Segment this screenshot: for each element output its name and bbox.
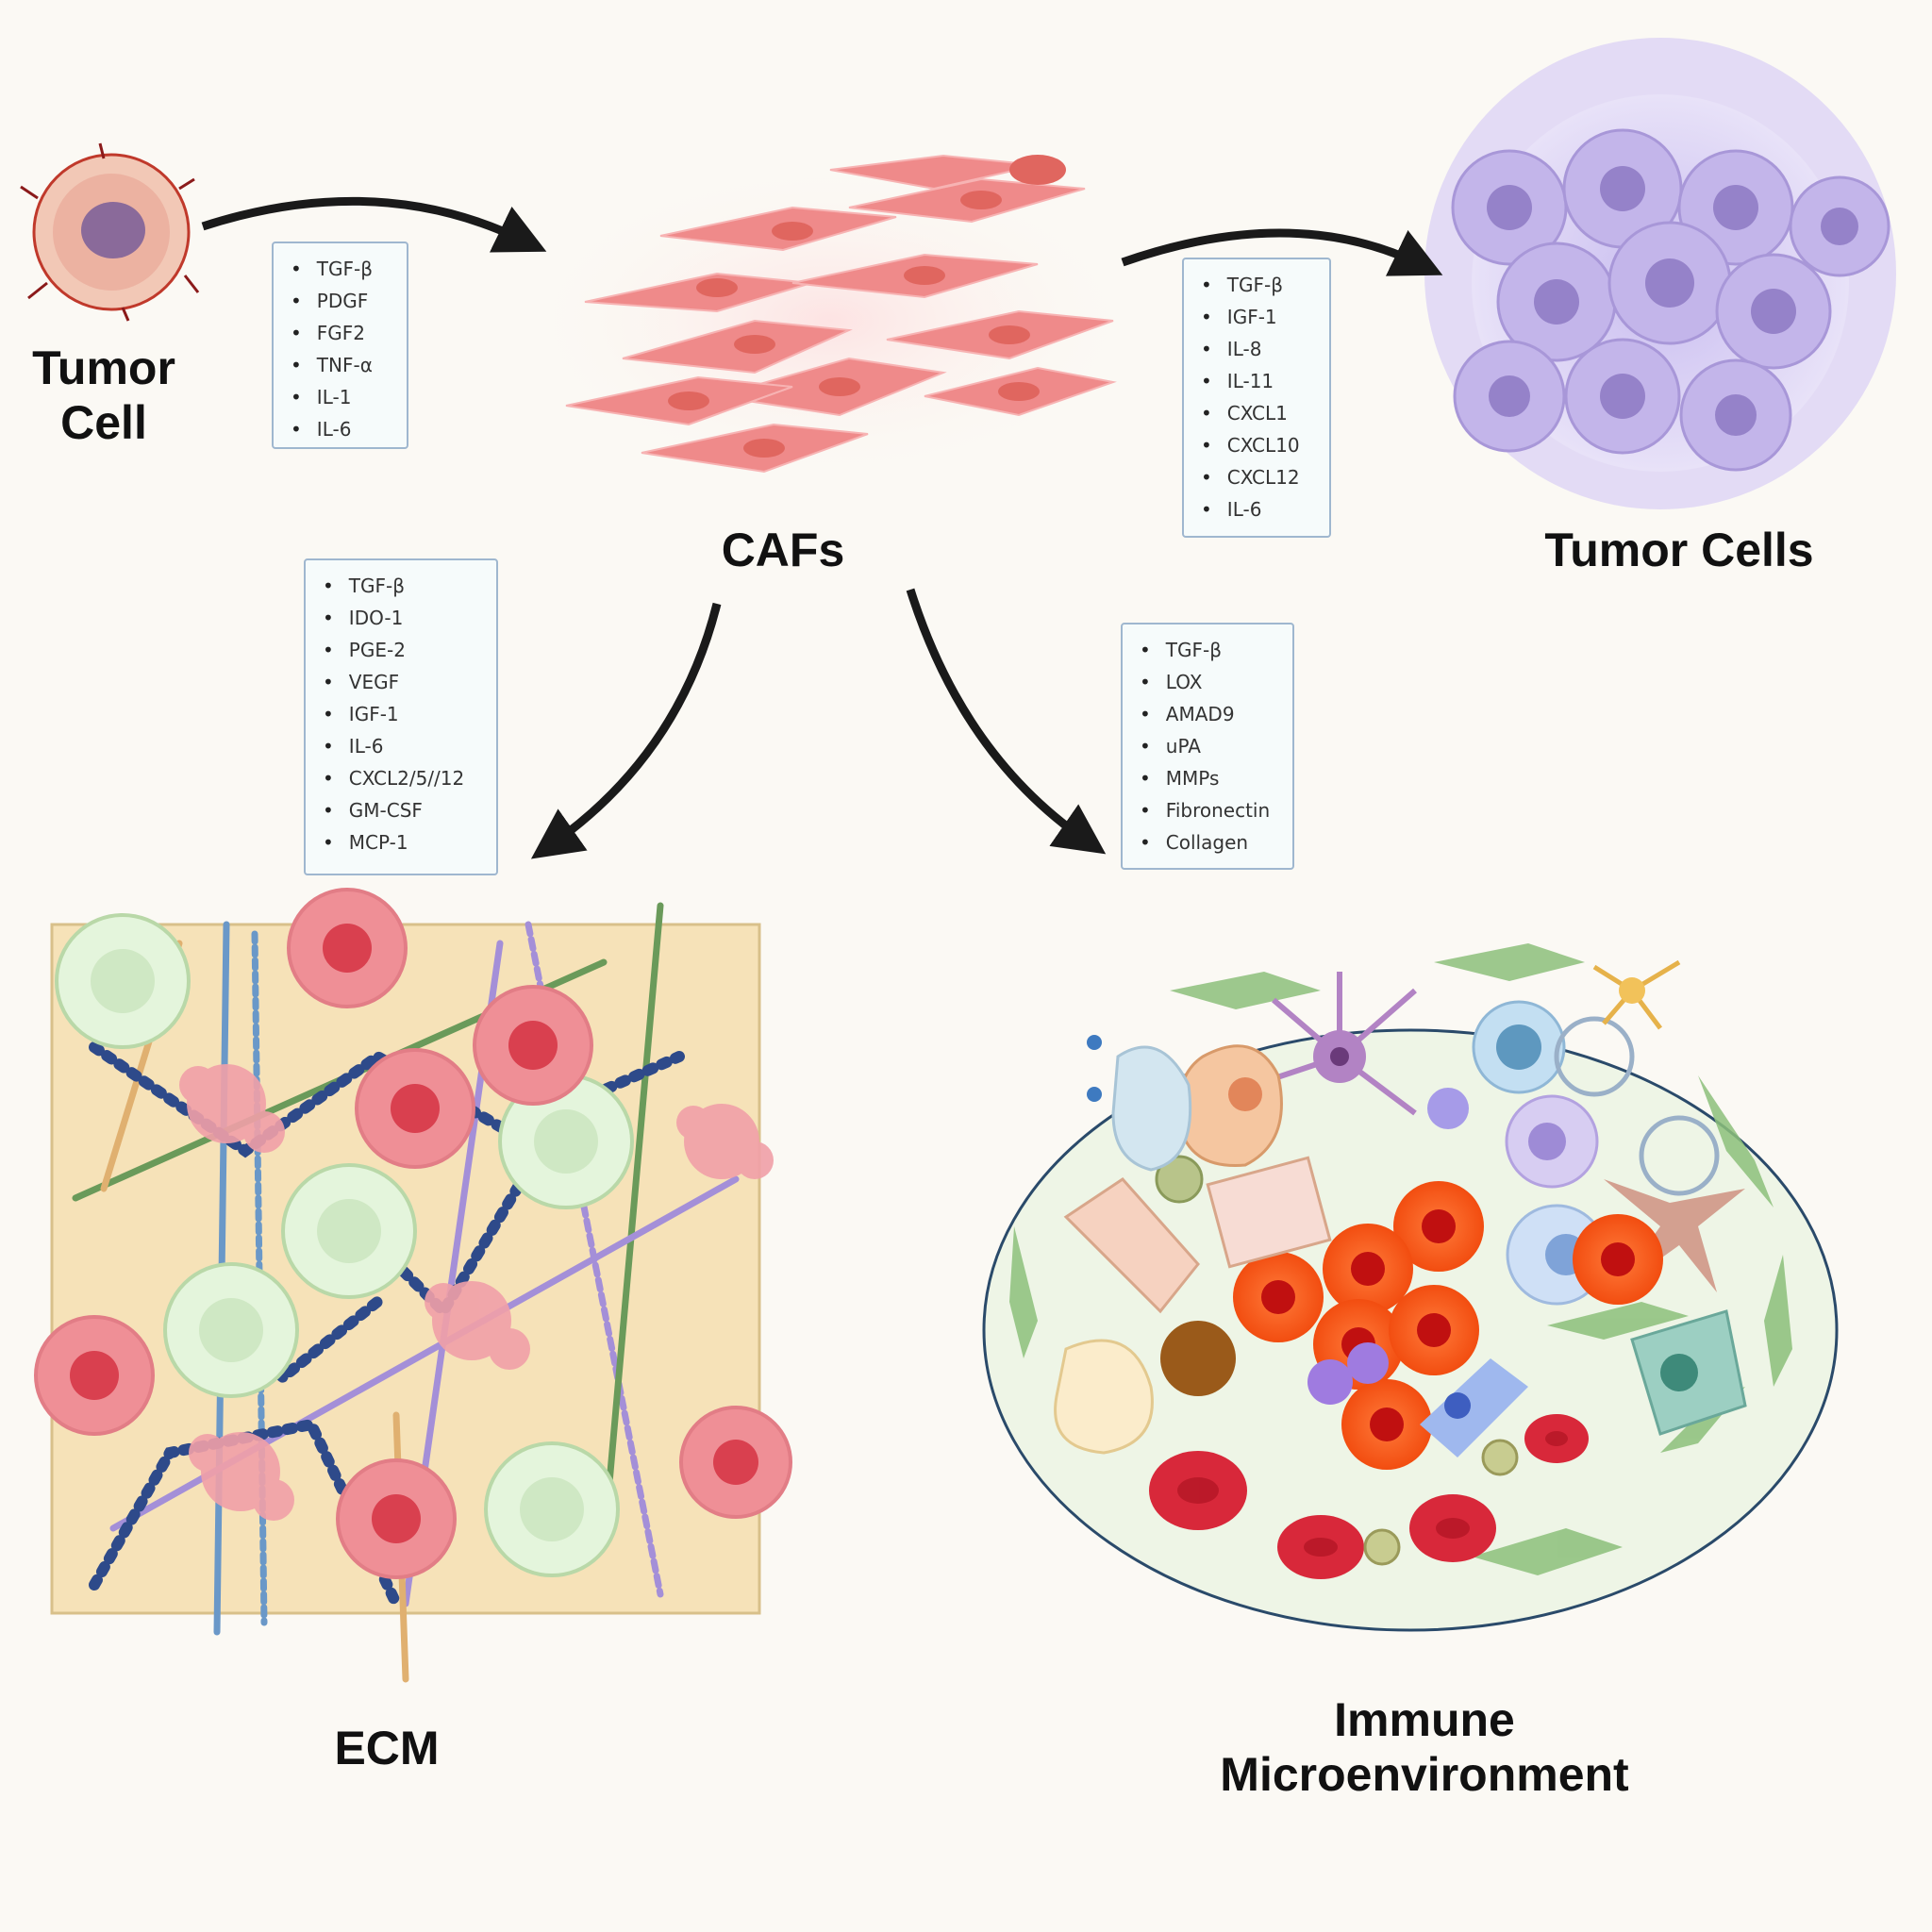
factor-item: MCP-1	[323, 826, 496, 858]
factor-item: CXCL1	[1201, 397, 1329, 429]
ecm-panel	[34, 888, 792, 1683]
single-tumor-cell	[20, 142, 200, 322]
factor-item: CXCL12	[1201, 461, 1329, 493]
factor-item: CXCL10	[1201, 429, 1329, 461]
factor-item: IL-1	[291, 381, 407, 413]
factor-item: IL-11	[1201, 365, 1329, 397]
factor-item: IGF-1	[1201, 301, 1329, 333]
factor-item: IL-6	[1201, 493, 1329, 525]
factor-list: TGF-βLOXAMAD9uPAMMPsFibronectinCollagen	[1140, 634, 1292, 858]
label-tumor-cells: Tumor Cells	[1544, 524, 1814, 576]
factor-item: PDGF	[291, 285, 407, 317]
tumor-cell-mass	[1424, 38, 1896, 509]
factor-item: TNF-α	[291, 349, 407, 381]
factor-item: TGF-β	[1201, 269, 1329, 301]
label-cafs: CAFs	[721, 524, 845, 576]
arrow-tumor-to-caf	[201, 196, 547, 253]
factor-list: TGF-βIGF-1IL-8IL-11CXCL1CXCL10CXCL12IL-6	[1201, 269, 1329, 525]
factor-item: IL-6	[291, 413, 407, 445]
factor-list: TGF-βPDGFFGF2TNF-αIL-1IL-6	[291, 253, 407, 445]
factor-item: Fibronectin	[1140, 794, 1292, 826]
factor-item: TGF-β	[291, 253, 407, 285]
immune-microenvironment	[982, 943, 1839, 1632]
factor-item: MMPs	[1140, 762, 1292, 794]
arrow-caf-to-immune	[906, 588, 1107, 855]
factor-item: GM-CSF	[323, 794, 496, 826]
label-immune-microenvironment: Immune Microenvironment	[1220, 1693, 1629, 1801]
factor-item: FGF2	[291, 317, 407, 349]
factor-item: CXCL2/5//12	[323, 762, 496, 794]
factor-box-tumor-to-caf: TGF-βPDGFFGF2TNF-αIL-1IL-6	[272, 242, 408, 449]
factor-item: IL-8	[1201, 333, 1329, 365]
factor-item: uPA	[1140, 730, 1292, 762]
arrow-caf-to-tumor	[1121, 228, 1443, 276]
label-ecm: ECM	[334, 1722, 440, 1774]
factor-box-caf-to-tumor: TGF-βIGF-1IL-8IL-11CXCL1CXCL10CXCL12IL-6	[1182, 258, 1331, 538]
flow-arrows	[201, 196, 1443, 859]
factor-item: AMAD9	[1140, 698, 1292, 730]
factor-item: IDO-1	[323, 602, 496, 634]
caf-cluster	[519, 154, 1141, 481]
factor-box-caf-to-immune: TGF-βLOXAMAD9uPAMMPsFibronectinCollagen	[1121, 623, 1294, 870]
factor-box-caf-to-ecm: TGF-βIDO-1PGE-2VEGFIGF-1IL-6CXCL2/5//12G…	[304, 558, 498, 875]
factor-item: TGF-β	[323, 570, 496, 602]
factor-item: VEGF	[323, 666, 496, 698]
factor-item: LOX	[1140, 666, 1292, 698]
factor-item: IL-6	[323, 730, 496, 762]
arrow-caf-to-ecm	[530, 602, 722, 859]
factor-item: Collagen	[1140, 826, 1292, 858]
factor-item: TGF-β	[1140, 634, 1292, 666]
factor-list: TGF-βIDO-1PGE-2VEGFIGF-1IL-6CXCL2/5//12G…	[323, 570, 496, 858]
factor-item: IGF-1	[323, 698, 496, 730]
label-tumor-cell: Tumor Cell	[32, 341, 175, 449]
factor-item: PGE-2	[323, 634, 496, 666]
